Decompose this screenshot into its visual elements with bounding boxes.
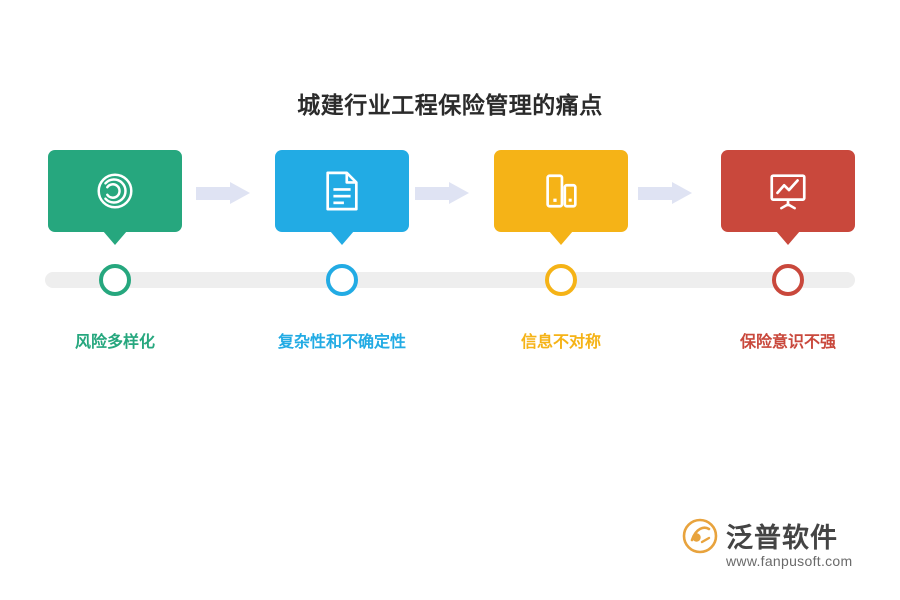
- page-title: 城建行业工程保险管理的痛点: [297, 92, 603, 118]
- devices-icon: [540, 169, 582, 213]
- flow-step-2-dot: [326, 264, 358, 296]
- presentation-chart-icon: [765, 169, 811, 213]
- flow-arrow-3: [638, 182, 694, 204]
- flow-arrow-2-shaft: [415, 187, 451, 200]
- flow-step-2-label: 复杂性和不确定性: [277, 334, 406, 351]
- flow-step-3-card[interactable]: [494, 150, 628, 245]
- flow-step-2-card[interactable]: [275, 150, 409, 245]
- target-spiral-icon: [92, 168, 138, 214]
- flow-step-4-pointer: [776, 231, 800, 245]
- timeline-track: [45, 272, 855, 288]
- flow-step-3-pointer: [549, 231, 573, 245]
- flow-step-1-pointer: [103, 231, 127, 245]
- flow-arrow-3-head: [672, 182, 692, 204]
- flow-step-4-dot: [772, 264, 804, 296]
- flow-step-4-card[interactable]: [721, 150, 855, 245]
- flow-step-1[interactable]: 风险多样化: [48, 150, 182, 380]
- flow-step-1-card[interactable]: [48, 150, 182, 245]
- flow-step-3-dot: [545, 264, 577, 296]
- flow-step-1-label: 风险多样化: [74, 334, 155, 351]
- process-flow-diagram: 风险多样化 复杂性和不确定性: [0, 150, 900, 380]
- flow-step-4-label: 保险意识不强: [739, 334, 836, 351]
- site-logo[interactable]: 泛普软件 www.fanpusoft.com: [682, 516, 878, 578]
- flow-arrow-1: [196, 182, 252, 204]
- flow-step-3-label: 信息不对称: [520, 334, 601, 351]
- flow-arrow-2: [415, 182, 471, 204]
- logo-brand-text: 泛普软件: [726, 523, 838, 553]
- flow-arrow-3-shaft: [638, 187, 674, 200]
- document-lines-icon: [321, 168, 363, 214]
- logo-site-url: www.fanpusoft.com: [726, 553, 853, 569]
- flow-step-1-dot: [99, 264, 131, 296]
- flow-arrow-1-head: [230, 182, 250, 204]
- fanpu-logo-icon: [682, 518, 718, 554]
- flow-step-4[interactable]: 保险意识不强: [721, 150, 855, 380]
- flow-step-3[interactable]: 信息不对称: [494, 150, 628, 380]
- flow-step-2[interactable]: 复杂性和不确定性: [275, 150, 409, 380]
- flow-arrow-2-head: [449, 182, 469, 204]
- flow-arrow-1-shaft: [196, 187, 232, 200]
- flow-step-2-pointer: [330, 231, 354, 245]
